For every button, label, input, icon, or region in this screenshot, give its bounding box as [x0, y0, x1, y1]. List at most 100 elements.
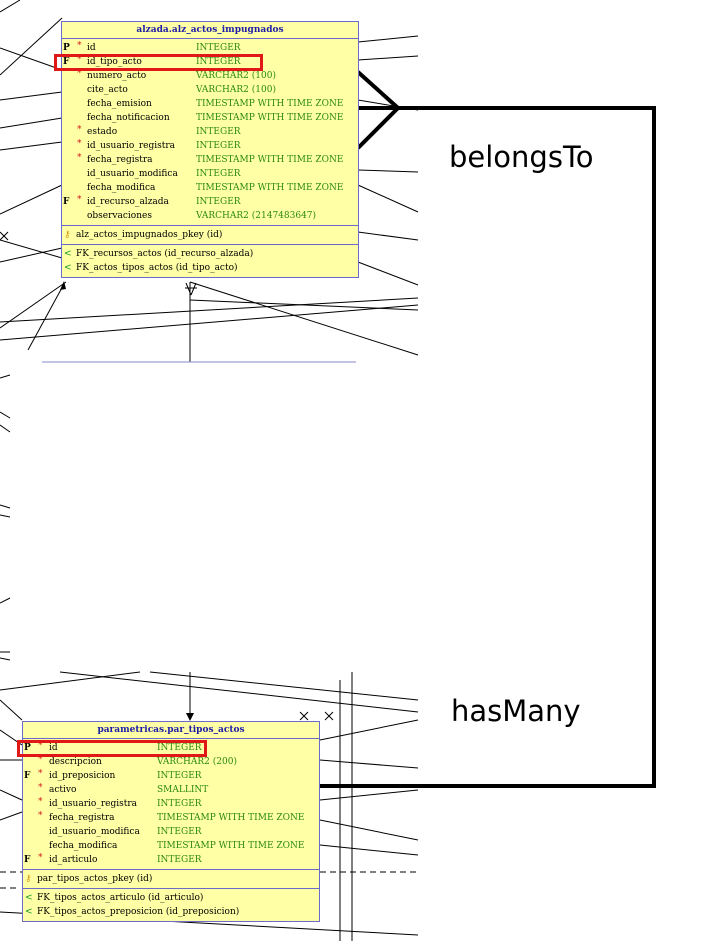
- key-marker: F: [24, 771, 31, 781]
- column-row[interactable]: fecha_emision TIMESTAMP WITH TIME ZONE: [62, 97, 358, 111]
- column-name: fecha_notificacion: [87, 113, 170, 123]
- column-name: id_usuario_registra: [49, 799, 137, 809]
- highlight-par-tipos-id: [17, 740, 207, 757]
- column-type: INTEGER: [196, 127, 241, 137]
- column-type: INTEGER: [196, 197, 241, 207]
- pkey-constraint[interactable]: ⚷ par_tipos_actos_pkey (id): [23, 872, 319, 886]
- column-type: INTEGER: [196, 141, 241, 151]
- column-name: id_usuario_modifica: [49, 827, 140, 837]
- fk-label: FK_recursos_actos (id_recurso_alzada): [76, 249, 254, 259]
- column-name: fecha_registra: [87, 155, 153, 165]
- column-type: VARCHAR2 (2147483647): [196, 211, 317, 221]
- column-name: id_usuario_modifica: [87, 169, 178, 179]
- column-name: observaciones: [87, 211, 152, 221]
- pkey-constraint[interactable]: ⚷ alz_actos_impugnados_pkey (id): [62, 228, 358, 242]
- column-type: INTEGER: [196, 169, 241, 179]
- column-name: id_articulo: [49, 855, 98, 865]
- column-name: fecha_emision: [87, 99, 152, 109]
- pkey-label: par_tipos_actos_pkey (id): [37, 874, 153, 884]
- column-type: SMALLINT: [157, 785, 209, 795]
- pkey-label: alz_actos_impugnados_pkey (id): [76, 230, 223, 240]
- column-name: id_tipo_acto: [87, 57, 142, 67]
- foreign-key-icon: <: [64, 249, 72, 259]
- column-name: descripcion: [49, 757, 102, 767]
- column-row[interactable]: fecha_notificacion TIMESTAMP WITH TIME ZO…: [62, 111, 358, 125]
- required-marker-icon: *: [77, 125, 82, 135]
- key-marker: P: [24, 743, 31, 753]
- column-name: fecha_registra: [49, 813, 115, 823]
- required-marker-icon: *: [38, 741, 43, 751]
- column-name: activo: [49, 785, 77, 795]
- column-row[interactable]: id_usuario_modifica INTEGER: [23, 825, 319, 839]
- column-name: id_usuario_registra: [87, 141, 175, 151]
- pkey-section: ⚷ alz_actos_impugnados_pkey (id): [62, 226, 358, 245]
- entity-title: parametricas.par_tipos_actos: [23, 722, 319, 739]
- required-marker-icon: *: [38, 755, 43, 765]
- has-many-label: hasMany: [451, 694, 581, 728]
- column-name: id: [49, 743, 58, 753]
- column-type: TIMESTAMP WITH TIME ZONE: [196, 155, 344, 165]
- column-row[interactable]: * estado INTEGER: [62, 125, 358, 139]
- column-type: INTEGER: [157, 827, 202, 837]
- fk-label: FK_tipos_actos_preposicion (id_preposici…: [37, 907, 240, 917]
- column-type: INTEGER: [196, 43, 241, 53]
- column-type: TIMESTAMP WITH TIME ZONE: [196, 113, 344, 123]
- key-icon: ⚷: [64, 230, 71, 240]
- fk-constraint[interactable]: < FK_actos_tipos_actos (id_tipo_acto): [62, 261, 358, 275]
- key-marker: P: [63, 43, 70, 53]
- column-row[interactable]: * fecha_registra TIMESTAMP WITH TIME ZONE: [23, 811, 319, 825]
- column-type: TIMESTAMP WITH TIME ZONE: [196, 99, 344, 109]
- fk-constraint[interactable]: < FK_tipos_actos_preposicion (id_preposi…: [23, 905, 319, 919]
- column-type: VARCHAR2 (100): [196, 85, 276, 95]
- required-marker-icon: *: [38, 853, 43, 863]
- column-row[interactable]: observaciones VARCHAR2 (2147483647): [62, 209, 358, 223]
- column-type: TIMESTAMP WITH TIME ZONE: [157, 841, 305, 851]
- fk-label: FK_actos_tipos_actos (id_tipo_acto): [76, 263, 238, 273]
- column-type: INTEGER: [157, 855, 202, 865]
- column-row[interactable]: id_usuario_modifica INTEGER: [62, 167, 358, 181]
- required-marker-icon: *: [38, 811, 43, 821]
- foreign-key-icon: <: [25, 893, 33, 903]
- required-marker-icon: *: [38, 797, 43, 807]
- column-name: numero_acto: [87, 71, 147, 81]
- key-marker: F: [63, 197, 70, 207]
- column-name: cite_acto: [87, 85, 128, 95]
- fk-constraint[interactable]: < FK_recursos_actos (id_recurso_alzada): [62, 247, 358, 261]
- column-type: VARCHAR2 (100): [196, 71, 276, 81]
- entity-title: alzada.alz_actos_impugnados: [62, 22, 358, 39]
- key-marker: F: [63, 57, 70, 67]
- column-name: id_recurso_alzada: [87, 197, 169, 207]
- column-type: TIMESTAMP WITH TIME ZONE: [157, 813, 305, 823]
- column-row[interactable]: P * id INTEGER: [23, 741, 319, 755]
- required-marker-icon: *: [77, 139, 82, 149]
- column-name: id_preposicion: [49, 771, 116, 781]
- pkey-section: ⚷ par_tipos_actos_pkey (id): [23, 870, 319, 889]
- column-type: INTEGER: [157, 771, 202, 781]
- fk-section: < FK_tipos_actos_articulo (id_articulo) …: [23, 889, 319, 921]
- column-row[interactable]: cite_acto VARCHAR2 (100): [62, 83, 358, 97]
- fk-constraint[interactable]: < FK_tipos_actos_articulo (id_articulo): [23, 891, 319, 905]
- foreign-key-icon: <: [64, 263, 72, 273]
- column-type: INTEGER: [157, 743, 202, 753]
- required-marker-icon: *: [77, 41, 82, 51]
- key-icon: ⚷: [25, 874, 32, 884]
- column-row[interactable]: * id_usuario_registra INTEGER: [62, 139, 358, 153]
- column-name: estado: [87, 127, 118, 137]
- foreign-key-icon: <: [25, 907, 33, 917]
